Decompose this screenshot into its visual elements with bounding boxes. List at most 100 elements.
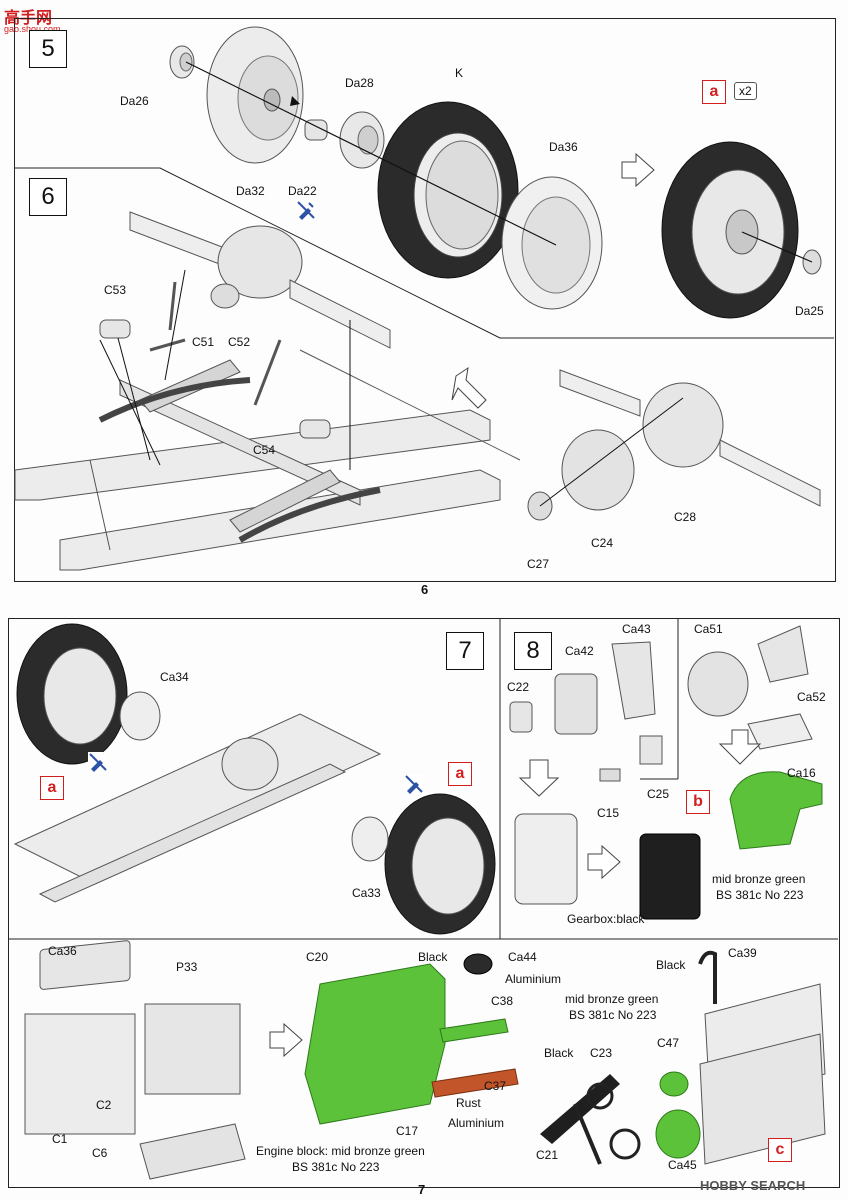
left-wheel <box>16 623 128 765</box>
generator-ca45 <box>655 1109 701 1159</box>
page-number-6: 6 <box>421 582 429 597</box>
glue-icon-right <box>404 774 424 794</box>
part-label-c17: C17 <box>396 1124 419 1138</box>
part-label-ca34: Ca34 <box>160 670 189 684</box>
step-5-number: 5 <box>29 30 67 68</box>
part-label-c24: C24 <box>591 536 614 550</box>
part-label-c22: C22 <box>507 680 530 694</box>
part-label-p33: P33 <box>176 960 198 974</box>
watermark-hobby-search: HOBBY SEARCH <box>700 1178 806 1193</box>
chassis-frame <box>14 349 521 571</box>
part-label-da25: Da25 <box>795 304 824 318</box>
part-label-c54: C54 <box>253 443 276 457</box>
fan-color-black: Black <box>544 1046 574 1060</box>
variant-b-badge: b <box>686 790 710 814</box>
part-label-ca42: Ca42 <box>565 644 594 658</box>
steps-frame <box>14 18 836 582</box>
part-label-c28: C28 <box>674 510 697 524</box>
part-label-c21: C21 <box>536 1148 559 1162</box>
variant-a-left-badge: a <box>40 776 64 800</box>
part-label-c2: C2 <box>96 1098 112 1112</box>
part-label-ca33: Ca33 <box>352 886 381 900</box>
oil-filter <box>463 953 493 975</box>
variant-a-right-badge: a <box>448 762 472 786</box>
engine-block-color-line1: Engine block: mid bronze green <box>256 1144 425 1158</box>
wheel-rim-da32 <box>206 26 304 164</box>
step-6-number: 6 <box>29 178 67 216</box>
water-pump-c47 <box>659 1071 689 1097</box>
oil-filter-color-aluminium: Aluminium <box>505 972 562 986</box>
assembly-drawing-top <box>14 26 834 571</box>
right-wheel <box>384 793 496 935</box>
part-label-ca39: Ca39 <box>728 946 757 960</box>
gearbox-parts <box>509 641 701 920</box>
hub-cap-da26 <box>169 45 195 79</box>
part-label-c52: C52 <box>228 335 251 349</box>
step-8-number: 8 <box>514 632 552 670</box>
manifold-c38 <box>439 1018 509 1043</box>
part-label-c47: C47 <box>657 1036 680 1050</box>
chassis-with-wheels <box>13 713 382 903</box>
part-label-ca36: Ca36 <box>48 944 77 958</box>
shock-c53 <box>99 319 131 339</box>
step-7-number: 7 <box>446 632 484 670</box>
part-label-ca16: Ca16 <box>787 766 816 780</box>
manifold-color-line2: BS 381c No 223 <box>569 1008 657 1022</box>
engine-block-green <box>304 963 446 1125</box>
oil-filter-color-black: Black <box>418 950 448 964</box>
part-label-ca45: Ca45 <box>668 1158 697 1172</box>
part-label-c27: C27 <box>527 557 550 571</box>
part-label-da32: Da32 <box>236 184 265 198</box>
assembly-drawing-bottom <box>8 618 838 1180</box>
glue-icon-left <box>88 752 108 772</box>
tire-k <box>377 101 519 279</box>
part-label-c15: C15 <box>597 806 620 820</box>
instruction-page-bottom: 7 8 Ca34 Ca33 a a Ca43 Ca42 C22 C15 C25 … <box>0 604 848 1200</box>
link-c51 <box>149 281 186 352</box>
part-label-k: K <box>455 66 464 80</box>
link-c52 <box>253 339 282 406</box>
exhaust-c37 <box>431 1068 519 1098</box>
part-label-ca52: Ca52 <box>797 690 826 704</box>
green-transfer-case <box>729 771 823 850</box>
gearbox-color-note: Gearbox:black <box>567 912 645 926</box>
spacer-da22 <box>304 119 328 141</box>
part-label-ca43: Ca43 <box>622 622 651 636</box>
part-label-c20: C20 <box>306 950 329 964</box>
instruction-page-top: 高手网 gao.shou.com <box>4 10 836 597</box>
engine-parts-left <box>24 940 246 1180</box>
part-label-da28: Da28 <box>345 76 374 90</box>
part-label-c38: C38 <box>491 994 514 1008</box>
multiplier-badge: x2 <box>734 82 757 100</box>
fan-belt-assembly <box>540 1074 641 1165</box>
part-label-c51: C51 <box>192 335 215 349</box>
part-label-ca51: Ca51 <box>694 622 723 636</box>
transfer-color-line2: BS 381c No 223 <box>716 888 804 902</box>
shock-c54 <box>299 419 331 439</box>
part-label-c6: C6 <box>92 1146 108 1160</box>
rear-axle <box>129 211 391 349</box>
watermark-url: gao.shou.com <box>4 24 61 34</box>
transfer-parts <box>687 625 813 750</box>
c17-color-aluminium: Aluminium <box>448 1116 505 1130</box>
cover-c24 <box>561 429 635 511</box>
manifold-color-line1: mid bronze green <box>565 992 659 1006</box>
engine-assembled <box>699 983 826 1165</box>
differential-axle <box>559 369 821 507</box>
brake-drum-ca33 <box>351 816 389 862</box>
part-label-c23: C23 <box>590 1046 613 1060</box>
assembled-wheel <box>661 141 799 319</box>
part-label-c53: C53 <box>104 283 127 297</box>
part-label-c37: C37 <box>484 1079 507 1093</box>
part-label-c1: C1 <box>52 1132 68 1146</box>
engine-block-color-line2: BS 381c No 223 <box>292 1160 380 1174</box>
variant-a-badge: a <box>702 80 726 104</box>
part-label-ca44: Ca44 <box>508 950 537 964</box>
hub-da28 <box>339 111 385 169</box>
exhaust-color-rust: Rust <box>456 1096 481 1110</box>
part-label-da26: Da26 <box>120 94 149 108</box>
transfer-color-line1: mid bronze green <box>712 872 806 886</box>
part-label-c25: C25 <box>647 787 670 801</box>
variant-c-badge: c <box>768 1138 792 1162</box>
part-label-da22: Da22 <box>288 184 317 198</box>
